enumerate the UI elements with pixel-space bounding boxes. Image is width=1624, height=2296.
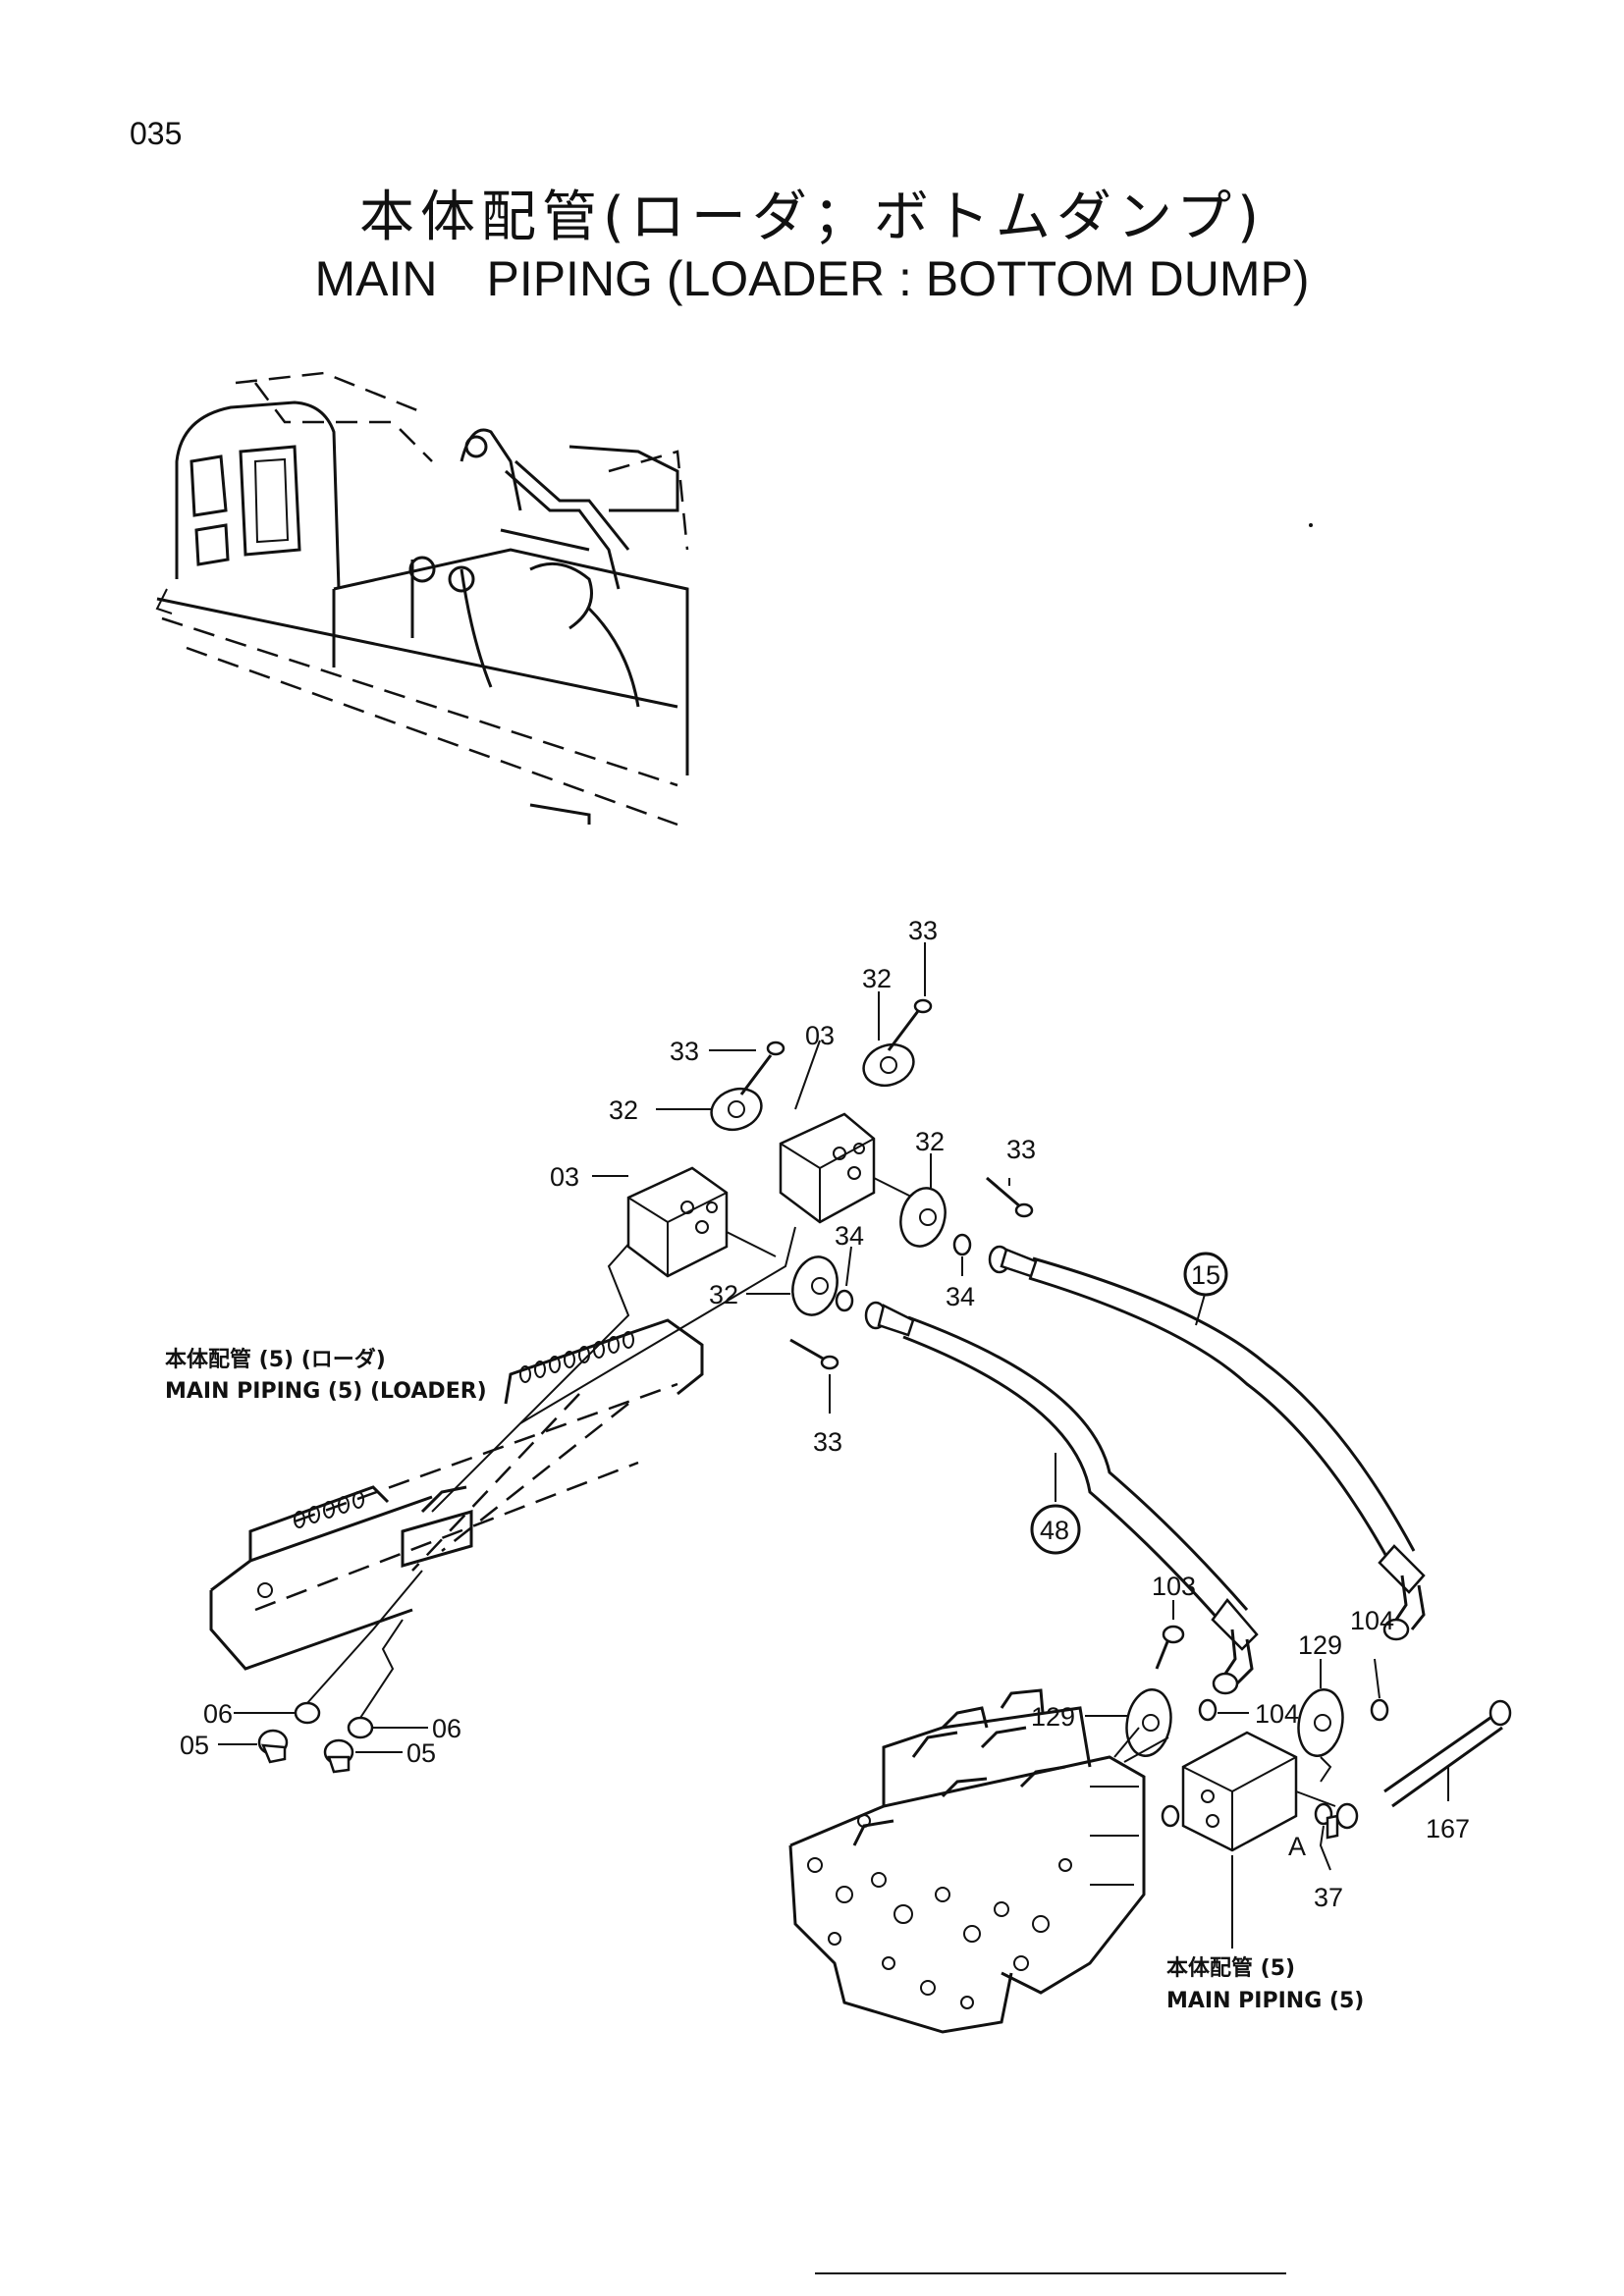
block-holes: [294, 1331, 634, 1528]
callout-leaders: [218, 942, 1449, 1949]
bolt-33-a: [739, 1041, 785, 1095]
flange-block-03-left: [626, 1166, 729, 1278]
callout-34-a: 34: [835, 1221, 864, 1251]
o-ring-34-a: [835, 1289, 854, 1312]
callout-32-a: 32: [609, 1095, 638, 1125]
callout-34-b: 34: [946, 1282, 975, 1311]
loader-block-bottom: [209, 1590, 413, 1671]
plug-05-right: [323, 1738, 354, 1774]
bolt-33-b: [887, 998, 933, 1051]
callout-circle-15: [1183, 1252, 1228, 1297]
callout-32-d: 32: [709, 1280, 738, 1309]
callout-33-d: 33: [813, 1427, 842, 1457]
callout-06-a: 06: [203, 1699, 233, 1729]
callout-129-a: 129: [1031, 1702, 1075, 1732]
hose-48: [864, 1301, 1259, 1695]
flange-129-left: [1125, 1688, 1172, 1757]
reference-main-en: MAIN PIPING (5): [1166, 1989, 1364, 2013]
bolt-33-d: [789, 1338, 839, 1370]
machine-overview-illustration: [155, 371, 689, 827]
split-flange-32-a: [710, 1087, 763, 1132]
callout-32-c: 32: [915, 1127, 945, 1156]
flange-129-right: [1297, 1688, 1344, 1757]
o-ring-104-b: [1370, 1698, 1389, 1722]
callout-05-b: 05: [406, 1738, 436, 1768]
callout-06-b: 06: [432, 1714, 461, 1743]
control-valve: [788, 1688, 1169, 2034]
callout-104-b: 104: [1350, 1606, 1394, 1635]
callout-15: 15: [1191, 1260, 1220, 1290]
reference-loader-ja: 本体配管 (5) (ローダ): [165, 1347, 386, 1372]
callout-167: 167: [1426, 1814, 1470, 1843]
plug-37: [1314, 1802, 1359, 1840]
callout-port-a: A: [1288, 1832, 1306, 1861]
reference-loader-en: MAIN PIPING (5) (LOADER): [165, 1379, 487, 1404]
footer-rule: [815, 2272, 1286, 2274]
title-japanese: 本体配管(ローダ；ボトムダンプ): [358, 186, 1265, 249]
callout-103: 103: [1152, 1572, 1196, 1601]
piping-exploded-view: [209, 942, 1512, 2034]
o-ring-104-a: [1198, 1698, 1218, 1722]
bolt-103: [1155, 1625, 1185, 1670]
callout-33-c: 33: [1006, 1135, 1036, 1164]
washer-06-right: [347, 1716, 374, 1739]
callout-37: 37: [1314, 1883, 1343, 1912]
washer-06-left: [294, 1701, 321, 1725]
callout-labels: 33 32 03 33 32 03 32 33 34 34 32 33 15 4…: [165, 916, 1470, 2013]
callout-33-a: 33: [670, 1037, 699, 1066]
callout-circle-48: [1030, 1504, 1081, 1555]
title-english: MAIN PIPING (LOADER : BOTTOM DUMP): [314, 251, 1310, 306]
callout-48: 48: [1040, 1516, 1069, 1545]
o-ring-lower: [1161, 1804, 1180, 1828]
callout-05-a: 05: [180, 1731, 209, 1760]
hose-15: [988, 1245, 1426, 1641]
bolt-167: [1320, 1699, 1512, 1808]
page-number: 035: [130, 116, 183, 151]
callout-03-b: 03: [805, 1021, 835, 1050]
speck: [1309, 523, 1313, 527]
o-ring-34-b: [952, 1233, 972, 1256]
adapter-block-main-piping: [1181, 1731, 1298, 1852]
bolt-33-c: [986, 1176, 1034, 1218]
split-flange-32-d: [791, 1255, 839, 1316]
callout-03-a: 03: [550, 1162, 579, 1192]
callout-32-b: 32: [862, 964, 892, 993]
split-flange-32-b: [862, 1042, 915, 1088]
flange-block-03-right: [779, 1112, 876, 1224]
reference-main-ja: 本体配管 (5): [1166, 1955, 1295, 1981]
split-flange-32-c: [899, 1187, 947, 1248]
callout-33-b: 33: [908, 916, 938, 945]
plug-05-left: [257, 1729, 289, 1764]
callout-129-b: 129: [1298, 1630, 1342, 1660]
callout-104-a: 104: [1255, 1699, 1299, 1729]
